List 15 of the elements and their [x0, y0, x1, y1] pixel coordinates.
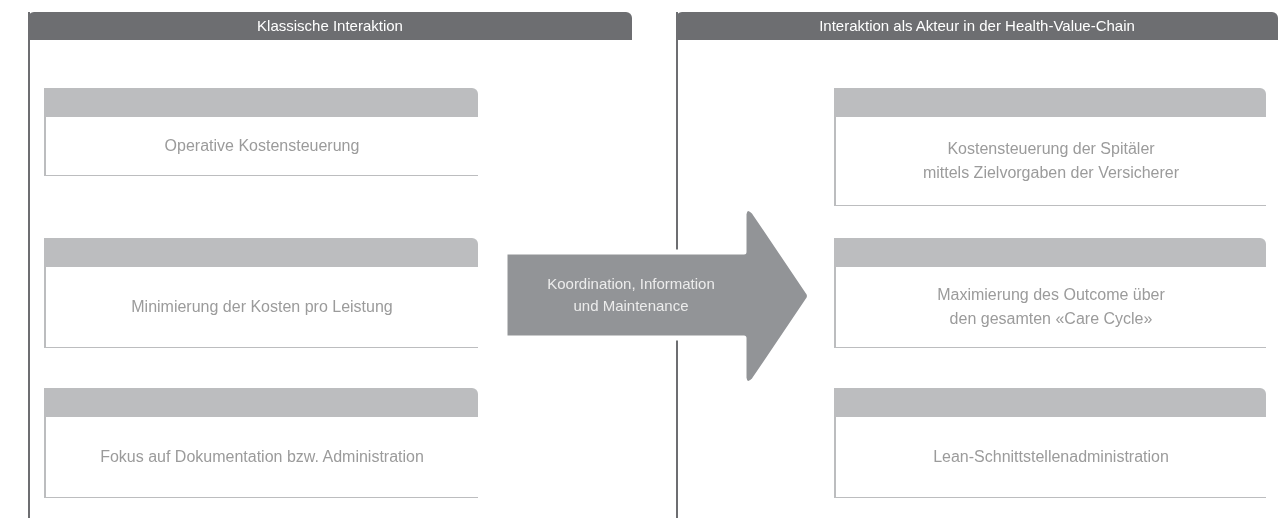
card-text: Maximierung des Outcome über den gesamten «Care Cycle» — [936, 285, 1166, 329]
card — [834, 88, 1266, 206]
card-text: Kostensteuerung der Spitäler mittels Zielvorgaben der Versicherer — [921, 139, 1181, 183]
card — [44, 88, 478, 176]
card — [44, 388, 478, 498]
card — [44, 238, 478, 348]
card-text: Fokus auf Dokumentation bzw. Administration — [100, 447, 424, 467]
panel-header: Klassische Interaktion — [28, 12, 632, 40]
card — [834, 388, 1266, 498]
card-text: Lean-Schnittstellenadministration — [933, 447, 1169, 467]
card-text: Operative Kostensteuerung — [164, 136, 360, 156]
arrow-text: Koordination, Information und Maintenance — [546, 274, 716, 316]
panel-header: Interaktion als Akteur in der Health-Value-Chain — [676, 12, 1278, 40]
card — [834, 238, 1266, 348]
card-text: Minimierung der Kosten pro Leistung — [131, 297, 393, 317]
